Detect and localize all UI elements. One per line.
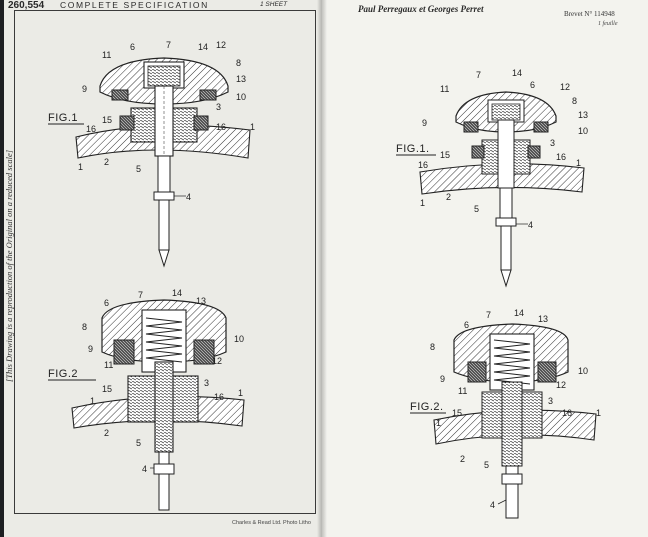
right-drawings: FIG.1. 11 7 14 6 12 8 13 10 9 15 16 3 16… bbox=[322, 0, 648, 537]
right-fig1-part-13: 13 bbox=[578, 110, 588, 120]
right-fig2-part-5: 5 bbox=[484, 460, 489, 470]
book-gutter bbox=[317, 0, 327, 537]
left-fig1-part-8: 8 bbox=[236, 58, 241, 68]
left-fig1-part-3: 3 bbox=[216, 102, 221, 112]
right-fig2-part-12: 12 bbox=[556, 380, 566, 390]
left-fig2-part-1-b: 1 bbox=[90, 396, 95, 406]
right-fig1-part-14: 14 bbox=[512, 68, 522, 78]
right-fig2-part-13: 13 bbox=[538, 314, 548, 324]
left-fig2: FIG.2 6 7 14 13 8 10 9 11 12 15 3 16 1 1… bbox=[48, 288, 244, 510]
left-fig2-part-3: 3 bbox=[204, 378, 209, 388]
right-fig1-part-1-b: 1 bbox=[420, 198, 425, 208]
left-fig1-part-6: 6 bbox=[130, 42, 135, 52]
left-fig1-part-12: 12 bbox=[216, 40, 226, 50]
left-fig1-part-15: 15 bbox=[102, 115, 112, 125]
left-fig1-part-1-b: 1 bbox=[78, 162, 83, 172]
left-fig2-part-1-a: 1 bbox=[238, 388, 243, 398]
left-fig2-part-16: 16 bbox=[214, 392, 224, 402]
left-fig1-part-1-a: 1 bbox=[250, 122, 255, 132]
right-fig1-part-3: 3 bbox=[550, 138, 555, 148]
right-fig1-part-1-a: 1 bbox=[576, 158, 581, 168]
left-fig2-part-6: 6 bbox=[104, 298, 109, 308]
printer-credit: Charles & Read Ltd. Photo Litho bbox=[232, 520, 311, 526]
right-fig2-part-10: 10 bbox=[578, 366, 588, 376]
right-fig2-part-8: 8 bbox=[430, 342, 435, 352]
left-fig2-part-2: 2 bbox=[104, 428, 109, 438]
right-fig2-part-7: 7 bbox=[486, 310, 491, 320]
right-fig2-part-11: 11 bbox=[458, 386, 467, 396]
left-fig2-part-13: 13 bbox=[196, 296, 206, 306]
right-fig2-part-1-b: 1 bbox=[436, 418, 441, 428]
left-fig1-part-16-b: 16 bbox=[216, 122, 226, 132]
left-fig1: FIG.1 11 6 7 14 12 8 13 10 3 9 15 16 16 … bbox=[48, 40, 255, 266]
right-fig1-part-10: 10 bbox=[578, 126, 588, 136]
left-fig1-part-11: 11 bbox=[102, 50, 111, 60]
right-fig1-part-2: 2 bbox=[446, 192, 451, 202]
left-fig2-part-5: 5 bbox=[136, 438, 141, 448]
right-fig1-label: FIG.1. bbox=[396, 143, 430, 155]
left-fig1-part-10: 10 bbox=[236, 92, 246, 102]
left-fig1-part-2: 2 bbox=[104, 157, 109, 167]
right-fig2-part-16: 16 bbox=[562, 408, 572, 418]
right-fig2-part-9: 9 bbox=[440, 374, 445, 384]
right-fig1-part-9: 9 bbox=[422, 118, 427, 128]
left-fig2-part-7: 7 bbox=[138, 290, 143, 300]
right-page: Paul Perregaux et Georges Perret Brevet … bbox=[322, 0, 648, 537]
right-fig2-label: FIG.2. bbox=[410, 401, 444, 413]
right-fig2-part-3: 3 bbox=[548, 396, 553, 406]
left-fig1-part-4: 4 bbox=[186, 192, 191, 202]
left-fig2-part-9: 9 bbox=[88, 344, 93, 354]
left-fig1-part-16-a: 16 bbox=[86, 124, 96, 134]
right-fig1-part-8: 8 bbox=[572, 96, 577, 106]
left-fig1-part-9: 9 bbox=[82, 84, 87, 94]
left-fig1-label: FIG.1 bbox=[48, 112, 78, 124]
right-fig2-part-1-a: 1 bbox=[596, 408, 601, 418]
right-fig1-part-4: 4 bbox=[528, 220, 533, 230]
left-fig2-part-4: 4 bbox=[142, 464, 147, 474]
right-fig2-part-2: 2 bbox=[460, 454, 465, 464]
right-fig1-part-16-a: 16 bbox=[418, 160, 428, 170]
left-fig1-part-14: 14 bbox=[198, 42, 208, 52]
right-fig2-part-4: 4 bbox=[490, 500, 495, 510]
left-fig2-label: FIG.2 bbox=[48, 368, 78, 380]
left-drawings: FIG.1 11 6 7 14 12 8 13 10 3 9 15 16 16 … bbox=[4, 0, 322, 537]
right-fig1: FIG.1. 11 7 14 6 12 8 13 10 9 15 16 3 16… bbox=[396, 68, 588, 286]
right-fig2: FIG.2. 6 7 14 13 8 10 9 11 12 15 3 16 1 … bbox=[410, 308, 601, 518]
left-fig1-part-5: 5 bbox=[136, 164, 141, 174]
right-fig1-part-6: 6 bbox=[530, 80, 535, 90]
left-fig2-part-14: 14 bbox=[172, 288, 182, 298]
right-fig1-part-11: 11 bbox=[440, 84, 449, 94]
right-fig1-part-16-b: 16 bbox=[556, 152, 566, 162]
left-page: 260,554 COMPLETE SPECIFICATION 1 SHEET [… bbox=[4, 0, 322, 537]
right-fig1-part-12: 12 bbox=[560, 82, 570, 92]
left-fig2-part-11: 11 bbox=[104, 360, 113, 370]
left-fig1-part-7: 7 bbox=[166, 40, 171, 50]
right-fig2-part-6: 6 bbox=[464, 320, 469, 330]
right-fig2-part-15: 15 bbox=[452, 408, 462, 418]
left-fig1-part-13: 13 bbox=[236, 74, 246, 84]
left-fig2-part-12: 12 bbox=[212, 356, 222, 366]
left-fig2-part-10: 10 bbox=[234, 334, 244, 344]
right-fig2-part-14: 14 bbox=[514, 308, 524, 318]
right-fig1-part-15: 15 bbox=[440, 150, 450, 160]
left-fig2-part-15: 15 bbox=[102, 384, 112, 394]
right-fig1-part-7: 7 bbox=[476, 70, 481, 80]
left-fig2-part-8: 8 bbox=[82, 322, 87, 332]
right-fig1-part-5: 5 bbox=[474, 204, 479, 214]
